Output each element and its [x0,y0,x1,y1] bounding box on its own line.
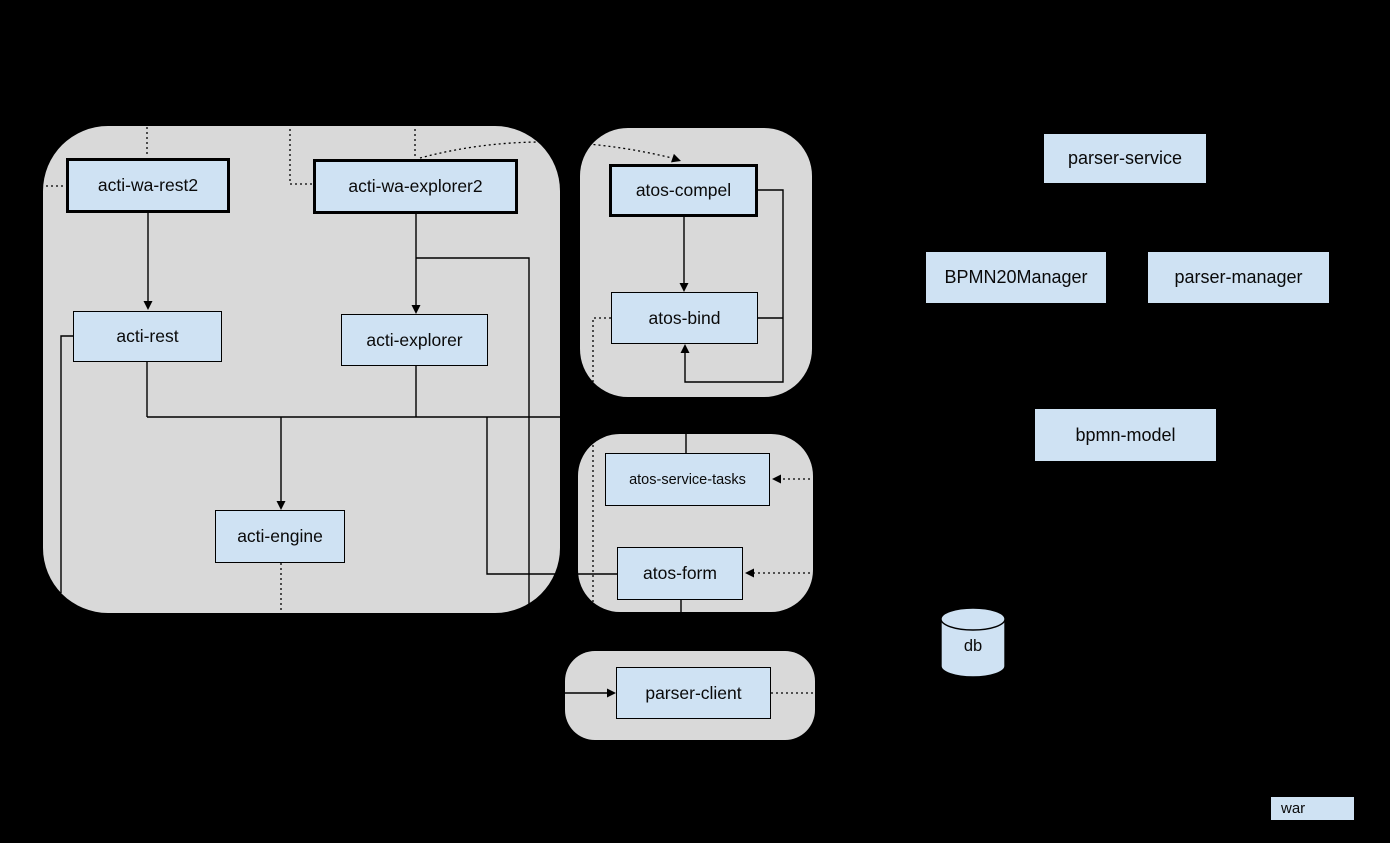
node-acti-wa-rest2: acti-wa-rest2 [66,158,230,213]
node-bpmn20manager: BPMN20Manager [926,252,1106,303]
node-parser-service: parser-service [1044,134,1206,183]
node-parser-manager: parser-manager [1148,252,1329,303]
node-bpmn-model: bpmn-model [1035,409,1216,461]
node-parser-client: parser-client [616,667,771,719]
node-acti-wa-explorer2: acti-wa-explorer2 [313,159,518,214]
node-atos-bind: atos-bind [611,292,758,344]
node-war: war [1271,797,1354,820]
node-atos-service-tasks: atos-service-tasks [605,453,770,506]
db-cylinder-top [940,607,1006,631]
node-acti-rest: acti-rest [73,311,222,362]
node-atos-compel: atos-compel [609,164,758,217]
node-acti-engine: acti-engine [215,510,345,563]
node-acti-explorer: acti-explorer [341,314,488,366]
node-atos-form: atos-form [617,547,743,600]
node-db-label: db [963,636,983,655]
